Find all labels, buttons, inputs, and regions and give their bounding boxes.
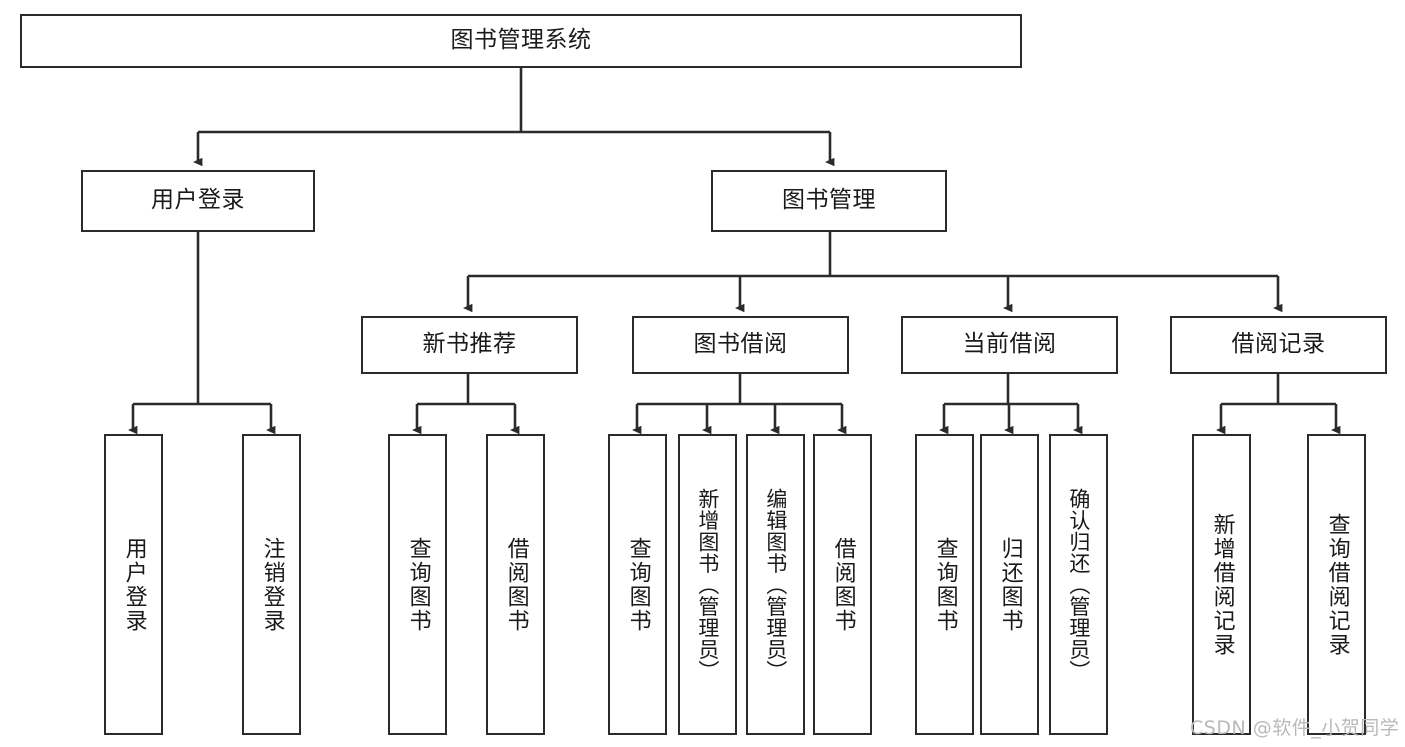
leaf-label: 编辑图书（管理员） (763, 487, 788, 682)
node-label: 借阅记录 (1231, 331, 1326, 358)
node-label: 新书推荐 (422, 331, 517, 358)
leaf-label: 用户登录 (121, 536, 147, 633)
leaf-label: 确认归还（管理员） (1066, 487, 1091, 682)
node-user-login[interactable]: 用户登录 (81, 170, 315, 232)
leaf-borrow-borrow-book[interactable]: 借阅图书 (813, 434, 872, 735)
leaf-borrow-query-book[interactable]: 查询图书 (608, 434, 667, 735)
node-label: 图书管理 (782, 187, 876, 214)
node-root[interactable]: 图书管理系统 (20, 14, 1022, 68)
node-label: 用户登录 (151, 187, 245, 214)
leaf-user-login-login[interactable]: 用户登录 (104, 434, 163, 735)
node-borrow-record[interactable]: 借阅记录 (1170, 316, 1387, 374)
leaf-label: 查询图书 (625, 536, 651, 633)
leaf-label: 新增借阅记录 (1209, 512, 1235, 657)
node-current-borrow[interactable]: 当前借阅 (901, 316, 1118, 374)
node-new-book-recommend[interactable]: 新书推荐 (361, 316, 578, 374)
node-label: 图书借阅 (693, 331, 788, 358)
leaf-record-add[interactable]: 新增借阅记录 (1192, 434, 1251, 735)
leaf-label: 归还图书 (997, 536, 1023, 633)
node-book-borrow[interactable]: 图书借阅 (632, 316, 849, 374)
leaf-label: 查询图书 (405, 536, 431, 633)
node-label: 当前借阅 (962, 331, 1057, 358)
node-book-management[interactable]: 图书管理 (711, 170, 947, 232)
leaf-record-query[interactable]: 查询借阅记录 (1307, 434, 1366, 735)
leaf-label: 查询借阅记录 (1324, 512, 1350, 657)
leaf-label: 注销登录 (259, 536, 285, 633)
csdn-watermark: CSDN @软件_小贺同学 (1190, 713, 1399, 740)
leaf-current-query-book[interactable]: 查询图书 (915, 434, 974, 735)
leaf-borrow-add-book[interactable]: 新增图书（管理员） (678, 434, 737, 735)
node-label: 图书管理系统 (450, 27, 592, 54)
leaf-label: 借阅图书 (830, 536, 856, 633)
leaf-borrow-edit-book[interactable]: 编辑图书（管理员） (746, 434, 805, 735)
leaf-current-confirm-return[interactable]: 确认归还（管理员） (1049, 434, 1108, 735)
leaf-new-book-query[interactable]: 查询图书 (388, 434, 447, 735)
leaf-label: 查询图书 (932, 536, 958, 633)
leaf-current-return-book[interactable]: 归还图书 (980, 434, 1039, 735)
leaf-label: 借阅图书 (503, 536, 529, 633)
leaf-user-login-logout[interactable]: 注销登录 (242, 434, 301, 735)
watermark-text: CSDN @软件_小贺同学 (1190, 717, 1400, 739)
leaf-label: 新增图书（管理员） (695, 487, 720, 682)
leaf-new-book-borrow[interactable]: 借阅图书 (486, 434, 545, 735)
